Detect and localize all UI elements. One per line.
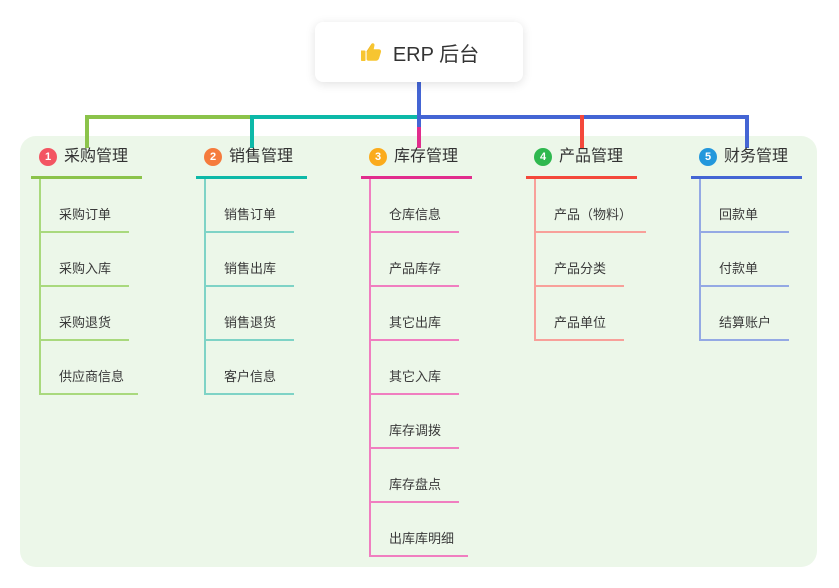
branch-purchase: 1 采购管理 采购订单 采购入库 采购退货 供应商信息 xyxy=(31,146,193,395)
child-node[interactable]: 库存调拨 xyxy=(371,395,459,449)
branch-children: 仓库信息 产品库存 其它出库 其它入库 库存调拨 库存盘点 出库库明细 xyxy=(369,179,469,557)
child-node[interactable]: 供应商信息 xyxy=(41,341,139,395)
child-node[interactable]: 仓库信息 xyxy=(371,179,459,233)
child-node[interactable]: 销售订单 xyxy=(206,179,294,233)
branch-badge: 5 xyxy=(699,148,717,166)
child-node[interactable]: 客户信息 xyxy=(206,341,294,395)
root-node-label: ERP 后台 xyxy=(392,43,480,66)
connector-drop-inventory xyxy=(417,127,421,148)
child-node[interactable]: 产品（物料） xyxy=(536,179,647,233)
connector-drop-purchase xyxy=(85,115,89,148)
branch-label: 财务管理 xyxy=(724,148,789,165)
child-node[interactable]: 出库库明细 xyxy=(371,503,469,557)
child-node[interactable]: 采购订单 xyxy=(41,179,129,233)
child-node[interactable]: 付款单 xyxy=(701,233,789,287)
connector-drop-sales xyxy=(250,115,254,148)
branch-label: 采购管理 xyxy=(64,148,129,165)
connector-horizontal-middle xyxy=(252,115,419,119)
thumbs-up-icon xyxy=(359,40,383,64)
branch-children: 采购订单 采购入库 采购退货 供应商信息 xyxy=(39,179,139,395)
child-node[interactable]: 结算账户 xyxy=(701,287,789,341)
branch-children: 产品（物料） 产品分类 产品单位 xyxy=(534,179,647,341)
branch-inventory: 3 库存管理 仓库信息 产品库存 其它出库 其它入库 库存调拨 库存盘点 出库库… xyxy=(361,146,523,557)
child-node[interactable]: 库存盘点 xyxy=(371,449,459,503)
connector-root-line xyxy=(417,82,421,127)
connector-drop-product xyxy=(580,115,584,148)
child-node[interactable]: 采购退货 xyxy=(41,287,129,341)
branch-finance: 5 财务管理 回款单 付款单 结算账户 xyxy=(691,146,839,341)
child-node[interactable]: 回款单 xyxy=(701,179,789,233)
branch-product: 4 产品管理 产品（物料） 产品分类 产品单位 xyxy=(526,146,688,341)
child-node[interactable]: 产品分类 xyxy=(536,233,624,287)
branch-node-sales[interactable]: 2 销售管理 xyxy=(196,146,308,179)
root-node-erp[interactable]: ERP 后台 xyxy=(315,22,523,82)
branch-children: 销售订单 销售出库 销售退货 客户信息 xyxy=(204,179,294,395)
connector-horizontal-right xyxy=(419,115,749,119)
child-node[interactable]: 产品库存 xyxy=(371,233,459,287)
branch-badge: 1 xyxy=(39,148,57,166)
branch-children: 回款单 付款单 结算账户 xyxy=(699,179,789,341)
mindmap-panel xyxy=(20,136,817,567)
branch-badge: 2 xyxy=(204,148,222,166)
branch-label: 销售管理 xyxy=(229,148,294,165)
branch-node-finance[interactable]: 5 财务管理 xyxy=(691,146,803,179)
child-node[interactable]: 销售出库 xyxy=(206,233,294,287)
child-node[interactable]: 其它入库 xyxy=(371,341,459,395)
branch-badge: 3 xyxy=(369,148,387,166)
connector-drop-finance xyxy=(745,115,749,148)
branch-node-inventory[interactable]: 3 库存管理 xyxy=(361,146,473,179)
child-node[interactable]: 产品单位 xyxy=(536,287,624,341)
branch-label: 库存管理 xyxy=(394,148,459,165)
branch-badge: 4 xyxy=(534,148,552,166)
child-node[interactable]: 销售退货 xyxy=(206,287,294,341)
connector-horizontal-left xyxy=(85,115,252,119)
branch-node-product[interactable]: 4 产品管理 xyxy=(526,146,638,179)
child-node[interactable]: 采购入库 xyxy=(41,233,129,287)
branch-node-purchase[interactable]: 1 采购管理 xyxy=(31,146,143,179)
child-node[interactable]: 其它出库 xyxy=(371,287,459,341)
branch-label: 产品管理 xyxy=(559,148,624,165)
branch-sales: 2 销售管理 销售订单 销售出库 销售退货 客户信息 xyxy=(196,146,358,395)
